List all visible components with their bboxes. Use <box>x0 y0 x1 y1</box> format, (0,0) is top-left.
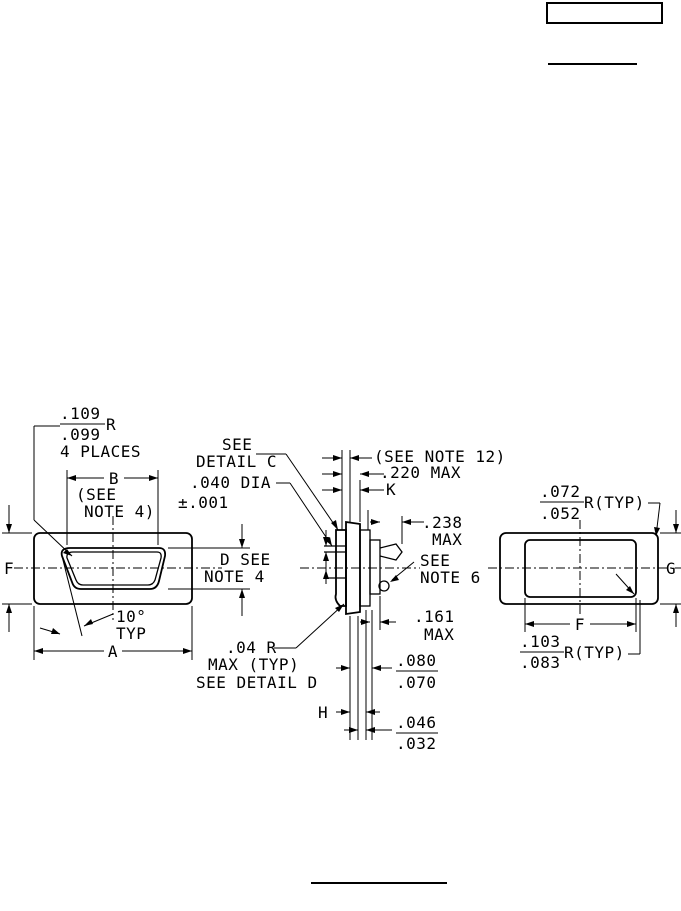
k-arrow-left <box>333 487 342 493</box>
max161-arrow <box>380 619 389 625</box>
max161-max-label: MAX <box>424 625 454 644</box>
v161-label: .161 <box>414 607 455 626</box>
b-arrow-right <box>149 475 158 481</box>
note12-arrow-right <box>350 455 359 461</box>
f-arrow-top <box>6 524 12 533</box>
v052-label: .052 <box>540 504 581 523</box>
r04-arrow <box>335 604 344 612</box>
see-detail-d-label: SEE DETAIL D <box>196 673 318 692</box>
d-note4-label: NOTE 4 <box>204 567 265 586</box>
a-arrow-right <box>183 648 192 654</box>
radius-leader-arrow <box>63 549 72 556</box>
angle-extension <box>61 555 83 637</box>
detail-c-arrow <box>331 520 338 530</box>
radius-symbol: R <box>106 415 116 434</box>
r-typ-top-arrow <box>654 527 660 536</box>
r-typ-bottom-arrow <box>626 586 634 594</box>
side-view: SEE DETAIL C .040 DIA (SEE NOTE 12) .220… <box>190 435 506 753</box>
v046-label: .046 <box>396 713 437 732</box>
see-label-1: SEE <box>222 435 252 454</box>
r-typ-bottom-label: R(TYP) <box>564 643 625 662</box>
radius-top-value: .109 <box>60 404 101 423</box>
detail-c-leader-diag <box>285 453 339 531</box>
g-arrow-bottom <box>673 604 679 613</box>
radius-places: 4 PLACES <box>60 442 141 461</box>
see-label-2: SEE <box>420 551 450 570</box>
d-opening-outer <box>60 547 167 590</box>
d-see-label: D SEE <box>220 550 271 569</box>
note6-label: NOTE 6 <box>420 568 481 587</box>
max220-arrow-left <box>333 471 342 477</box>
dia-leader-diag <box>289 482 333 547</box>
d-arrow-top <box>239 539 245 548</box>
r-typ-top-label: R(TYP) <box>584 493 645 512</box>
b-arrow-left <box>67 475 76 481</box>
right-rear-view: .072 .052 R(TYP) G F .103 .083 R(TYP) <box>488 482 681 672</box>
v072-label: .072 <box>540 482 581 501</box>
see-note12-label: (SEE NOTE 12) <box>374 447 506 466</box>
dia-vert-bottom-arrow <box>323 552 329 561</box>
max220-arrow-right <box>360 471 369 477</box>
k-arrow-right <box>360 487 369 493</box>
h-arrow-right <box>366 709 375 715</box>
dia-label: .040 DIA <box>190 473 271 492</box>
max238-arrow <box>402 519 411 525</box>
r04-leader-diag <box>295 603 345 649</box>
angle-arrow <box>84 619 93 626</box>
d-opening-inner <box>66 551 162 586</box>
v080-arrow-left <box>341 665 350 671</box>
side-rear-body <box>369 539 381 595</box>
v046-arrow-left <box>349 727 358 733</box>
d-arrow-bottom <box>239 589 245 598</box>
v103-label: .103 <box>520 632 561 651</box>
max161-arrow-left <box>361 619 370 625</box>
h-arrow-left <box>341 709 350 715</box>
max-typ-label: MAX (TYP) <box>208 655 299 674</box>
v083-label: .083 <box>520 653 561 672</box>
left-front-view: .109 .099 R 4 PLACES B (SEE NOTE 4) ±.00… <box>2 404 271 661</box>
note6-arrow <box>390 575 399 582</box>
detail-c-label: DETAIL C <box>196 452 277 471</box>
v238-label: .238 <box>422 513 463 532</box>
g-label: G <box>666 559 676 578</box>
max220-label: .220 MAX <box>380 463 461 482</box>
rf-arrow-right <box>627 621 636 627</box>
see-note4-line2: NOTE 4) <box>84 502 155 521</box>
side-shell-front <box>334 529 347 607</box>
radius-bottom-value: .099 <box>60 425 101 444</box>
b-label: B <box>109 469 119 488</box>
tolerance-label: ±.001 <box>178 493 229 512</box>
side-screw-boss <box>378 580 390 592</box>
dia-vert-bottom-arrow-2 <box>323 570 329 579</box>
v080-label: .080 <box>396 651 437 670</box>
rf-label: F <box>575 615 585 634</box>
v046-arrow-right <box>366 727 375 733</box>
h-label: H <box>318 703 328 722</box>
see-note4-line1: (SEE <box>76 485 117 504</box>
header-box <box>546 2 663 24</box>
dia-vert-top-arrow <box>323 537 329 546</box>
max238-max-label: MAX <box>432 530 462 549</box>
max238-arrow-left <box>371 519 380 525</box>
g-arrow-top <box>673 524 679 533</box>
rf-arrow-left <box>525 621 534 627</box>
f-arrow-bottom <box>6 604 12 613</box>
r04-label: .04 R <box>226 638 277 657</box>
angle-arrow-left <box>51 628 60 634</box>
angle-typ: TYP <box>116 624 146 643</box>
note12-arrow-left <box>333 455 342 461</box>
k-label: K <box>386 480 396 499</box>
v080-arrow-right <box>372 665 381 671</box>
v032-label: .032 <box>396 734 437 753</box>
radius-leader-diagonal <box>33 519 73 557</box>
angle-value: 10° <box>116 607 146 626</box>
a-label: A <box>108 642 118 661</box>
v070-label: .070 <box>396 673 437 692</box>
f-label-left: F <box>4 559 14 578</box>
a-arrow-left <box>34 648 43 654</box>
side-tab <box>379 543 403 561</box>
